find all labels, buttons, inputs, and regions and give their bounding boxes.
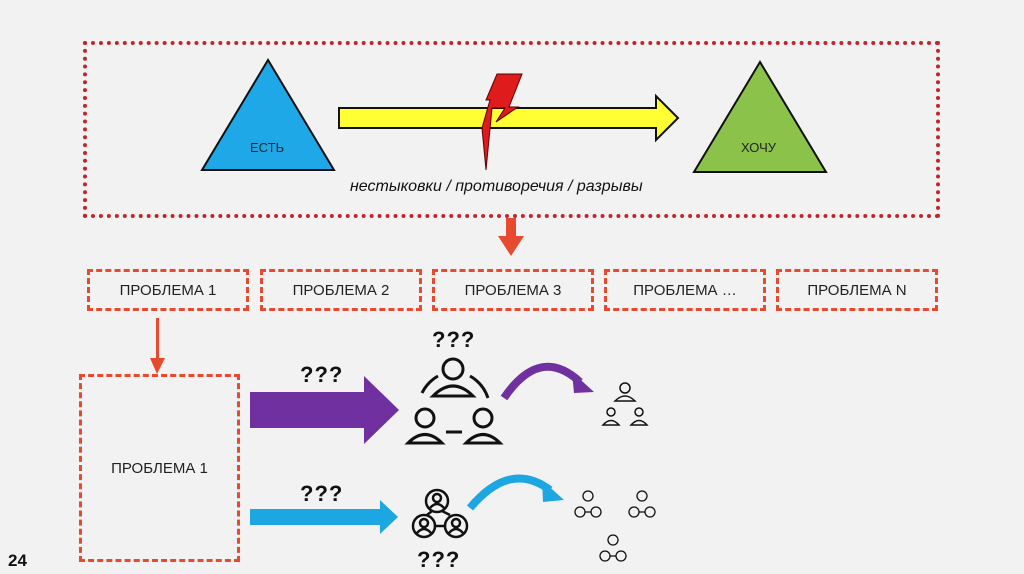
as-is-to-be-frame [83,41,940,218]
problem-box-1: ПРОБЛЕМА 1 [87,269,249,311]
question-top-arrow: ??? [300,362,344,387]
problem-box-n: ПРОБЛЕМА N [776,269,938,311]
contradictions-caption: нестыковки / противоречия / разрывы [350,178,643,195]
question-group-top: ??? [432,327,476,352]
question-bottom-arrow: ??? [300,481,344,506]
problem-box-ellipsis: ПРОБЛЕМА … [604,269,766,311]
problem-detail-box: ПРОБЛЕМА 1 [79,374,240,562]
as-is-label: ЕСТЬ [250,140,285,155]
question-group-bottom: ??? [417,547,461,572]
to-be-label: ХОЧУ [741,140,776,155]
problem-box-3: ПРОБЛЕМА 3 [432,269,594,311]
problem-box-2: ПРОБЛЕМА 2 [260,269,422,311]
page-number: 24 [8,551,27,570]
